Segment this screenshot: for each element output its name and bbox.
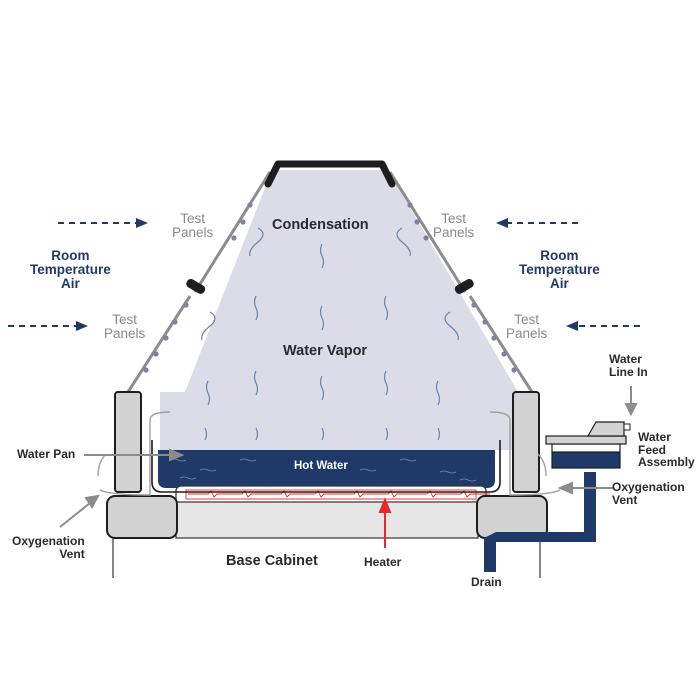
base-cabinet-top [175, 501, 479, 539]
drain-label: Drain [471, 575, 502, 589]
heater-label: Heater [364, 555, 402, 569]
chamber-interior [160, 170, 540, 450]
chamber-lid [264, 160, 396, 188]
vapor-flow-arrows [201, 227, 459, 441]
water-feed-assembly-label: Water Feed Assembly [638, 430, 695, 470]
room-air-right-label: Room Temperature Air [519, 248, 600, 292]
left-side-column [114, 391, 142, 493]
test-panels-right [388, 171, 534, 393]
hot-water-label: Hot Water [294, 460, 348, 472]
water-vapor-label: Water Vapor [283, 343, 368, 359]
test-panels-lower-left-label: Test Panels [104, 312, 146, 342]
label-pointers [59, 386, 638, 528]
test-panels-left [126, 171, 272, 393]
cabinet-right-block [476, 495, 548, 539]
heater-pointer [378, 497, 392, 548]
test-panels-upper-right-label: Test Panels [433, 211, 475, 241]
condensation-drops [143, 202, 517, 373]
cabinet-left-block [106, 495, 178, 539]
test-panels-upper-left-label: Test Panels [172, 211, 214, 241]
heater-element [185, 489, 477, 500]
test-panels-lower-right-label: Test Panels [506, 312, 548, 342]
drain-pipe [484, 472, 596, 572]
water-feed-assembly-graphic [545, 421, 631, 469]
water-line-in-label: Water Line In [609, 352, 648, 379]
base-cabinet-label: Base Cabinet [226, 553, 318, 569]
right-side-column [512, 391, 540, 493]
condensation-label: Condensation [272, 217, 369, 233]
oxygenation-vent-right-label: Oxygenation Vent [612, 480, 685, 507]
room-air-left-label: Room Temperature Air [30, 248, 111, 292]
oxygenation-vent-left-label: Oxygenation Vent [12, 534, 85, 561]
room-air-arrows [8, 222, 640, 327]
water-pan-label: Water Pan [17, 447, 76, 461]
